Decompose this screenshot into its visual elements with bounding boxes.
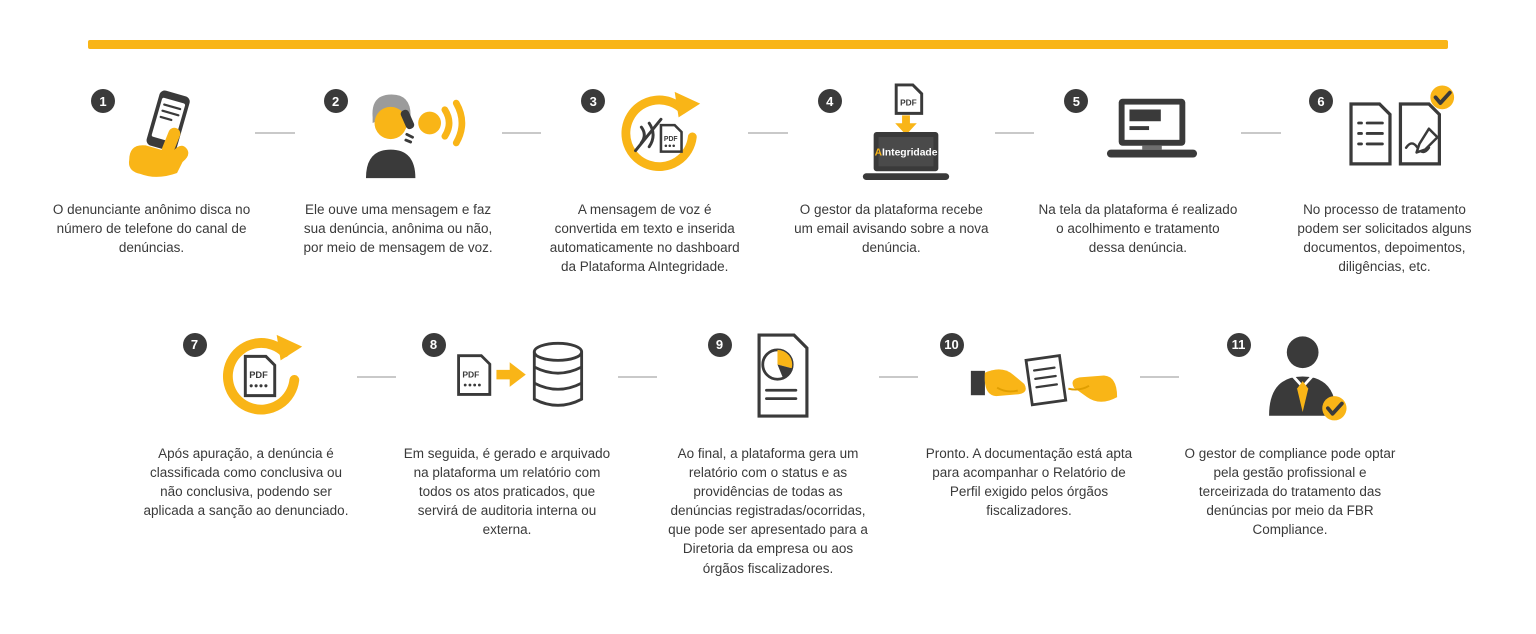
- step-description: Em seguida, é gerado e arquivado na plat…: [403, 445, 611, 538]
- step-number-badge: 3: [581, 89, 606, 113]
- step-description: Após apuração, a denúncia é classificada…: [143, 445, 349, 519]
- compliance-manager-icon: [1256, 319, 1354, 434]
- step-4: 4 PDF AIntegridade O gestor da: [788, 75, 995, 257]
- step-3: 3 PDF: [541, 75, 748, 277]
- connector-line: [1241, 132, 1281, 134]
- step-description: O denunciante anônimo disca no número de…: [52, 202, 251, 256]
- step-description: O gestor de compliance pode optar pela g…: [1184, 445, 1396, 538]
- email-to-platform-laptop-icon: PDF AIntegridade: [847, 75, 965, 190]
- pdf-label: PDF: [900, 97, 917, 107]
- connector-line: [994, 132, 1035, 134]
- step-11: 11 O gestor de compliance pode optar pel…: [1179, 319, 1401, 540]
- report-pie-chart-icon: [737, 319, 829, 434]
- pdf-to-database-icon: PDF: [451, 319, 593, 434]
- step-6: 6: [1281, 75, 1488, 277]
- step-description: Ao final, a plataforma gera um relatório…: [668, 445, 868, 576]
- step-number-badge: 6: [1308, 89, 1333, 113]
- connector-line: [618, 375, 657, 378]
- platform-screen-laptop-icon: [1093, 75, 1211, 190]
- top-accent-bar: [88, 40, 1448, 49]
- connector-line: [501, 132, 542, 134]
- step-number-badge: 4: [817, 89, 842, 113]
- step-2: 2: [295, 75, 502, 257]
- flow-row-2: 7 PDF Após apuração, a denúncia é classi: [0, 319, 1536, 578]
- step-number-badge: 8: [421, 332, 446, 357]
- step-1: 1: [48, 75, 255, 257]
- step-number-badge: 5: [1064, 89, 1089, 113]
- connector-line: [748, 132, 788, 134]
- step-number-badge: 11: [1226, 332, 1251, 357]
- document-handover-icon: [969, 319, 1119, 434]
- step-number-badge: 10: [939, 332, 964, 357]
- step-9: 9 Ao final, a plataforma gera um relató: [657, 319, 879, 578]
- smartphone-in-hand-icon: [120, 75, 212, 190]
- pdf-label: PDF: [249, 370, 268, 380]
- flow-row-1: 1: [0, 75, 1536, 277]
- connector-line: [1140, 375, 1179, 378]
- step-description: O gestor da plataforma recebe um email a…: [794, 202, 989, 256]
- step-number-badge: 1: [91, 89, 116, 113]
- step-number-badge: 2: [323, 89, 348, 113]
- step-7: 7 PDF Após apuração, a denúncia é classi: [135, 319, 357, 521]
- step-number-badge: 9: [707, 332, 732, 357]
- step-description: No processo de tratamento podem ser soli…: [1297, 202, 1472, 275]
- step-number-badge: 7: [182, 332, 207, 357]
- pdf-report-cycle-icon: PDF: [212, 319, 310, 434]
- voice-to-text-cycle-icon: PDF: [610, 75, 708, 190]
- step-description: Na tela da plataforma é realizado o acol…: [1038, 202, 1238, 256]
- pdf-label: PDF: [664, 135, 678, 142]
- step-10: 10: [918, 319, 1140, 521]
- step-description: Pronto. A documentação está apta para ac…: [925, 445, 1133, 519]
- documents-check-icon: [1338, 75, 1460, 190]
- step-8: 8 PDF: [396, 319, 618, 540]
- step-description: Ele ouve uma mensagem e faz sua denúncia…: [303, 202, 493, 256]
- pdf-label: PDF: [462, 370, 479, 380]
- connector-line: [357, 375, 396, 378]
- step-5: 5 Na tela da plataforma é realizado o ac…: [1034, 75, 1241, 257]
- person-voice-message-icon: [353, 75, 473, 190]
- step-description: A mensagem de voz é convertida em texto …: [549, 202, 740, 275]
- connector-line: [879, 375, 918, 378]
- connector-line: [255, 132, 295, 134]
- platform-screen-label: AIntegridade: [874, 147, 937, 158]
